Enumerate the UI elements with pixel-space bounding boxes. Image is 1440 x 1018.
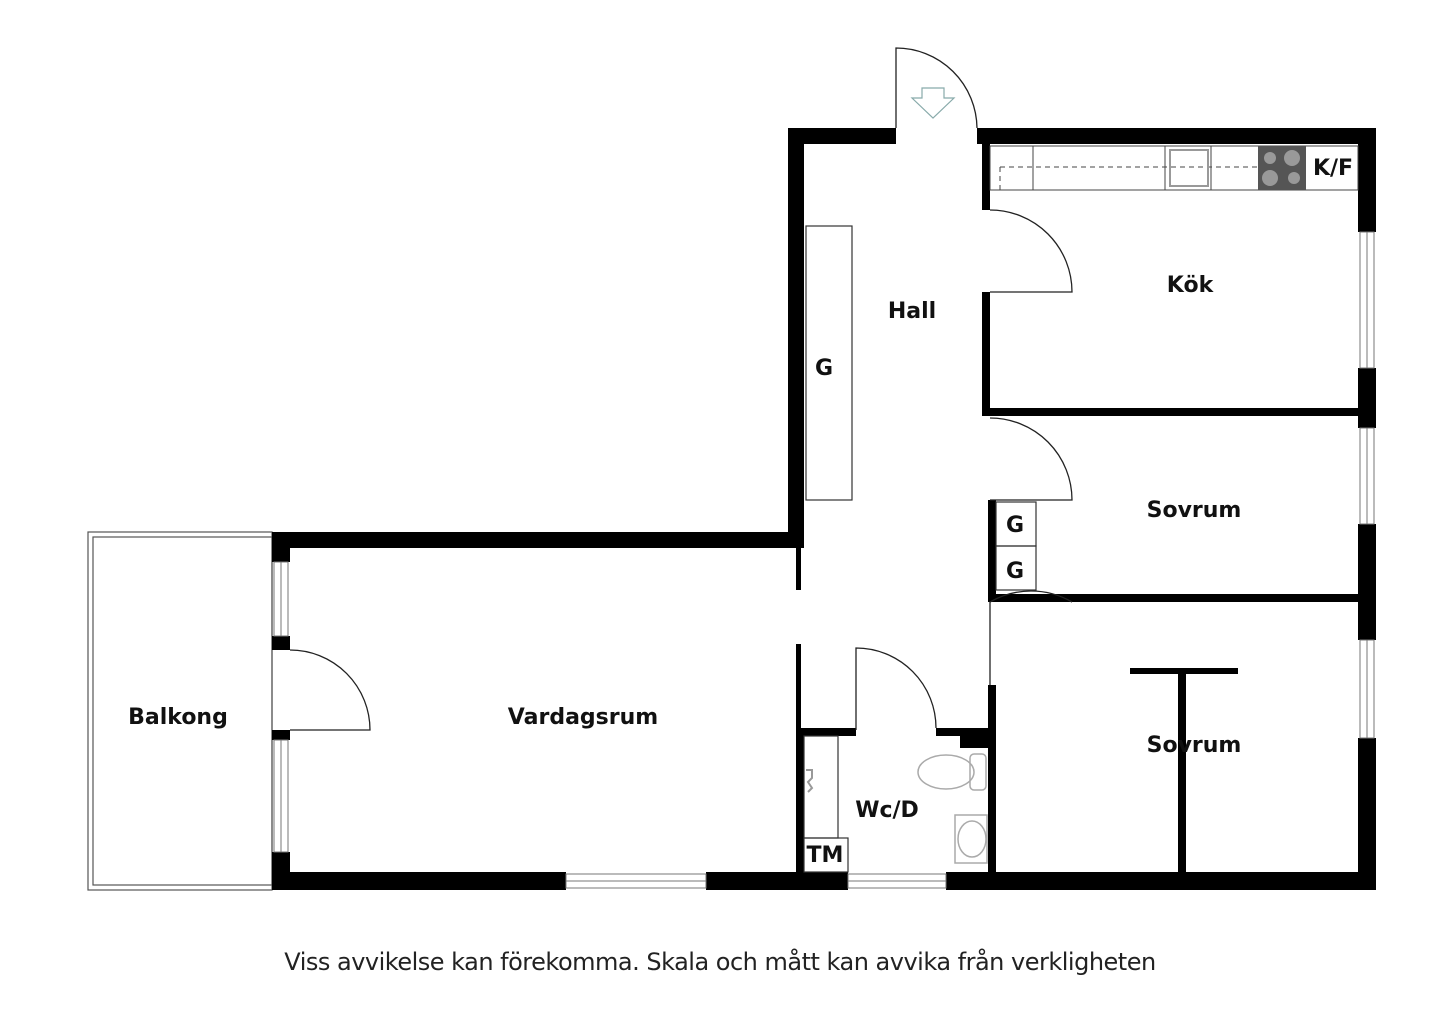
- room-label-bedroom-2: Sovrum: [1147, 733, 1242, 758]
- disclaimer-text: Viss avvikelse kan förekomma. Skala och …: [284, 948, 1156, 976]
- label-closet-bedroom-1: G: [1006, 513, 1024, 538]
- kitchen-counter: [989, 145, 1359, 191]
- balcony-outline: [87, 531, 273, 891]
- room-label-living-room: Vardagsrum: [508, 705, 658, 730]
- room-label-balcony: Balkong: [128, 705, 228, 730]
- sink-icon: [1169, 149, 1209, 187]
- room-label-hall: Hall: [888, 299, 936, 324]
- room-label-bathroom: Wc/D: [855, 798, 919, 823]
- label-closet-bedroom-2: G: [1006, 559, 1024, 584]
- shower-icon: [806, 769, 814, 793]
- toilet-icon: [917, 753, 987, 791]
- entrance-arrow-icon: [910, 87, 956, 119]
- room-label-kitchen: Kök: [1167, 273, 1215, 298]
- stove-icon: [1258, 146, 1306, 190]
- walls: [272, 128, 1376, 890]
- label-kitchen-fridge: K/F: [1313, 156, 1353, 181]
- washbasin-icon: [954, 814, 988, 864]
- closets: [803, 225, 1037, 873]
- room-label-bedroom-1: Sovrum: [1147, 498, 1242, 523]
- windows: [273, 231, 1375, 889]
- label-closet-hall: G: [815, 356, 833, 381]
- label-laundry: TM: [807, 843, 844, 868]
- doors[interactable]: [289, 47, 1073, 731]
